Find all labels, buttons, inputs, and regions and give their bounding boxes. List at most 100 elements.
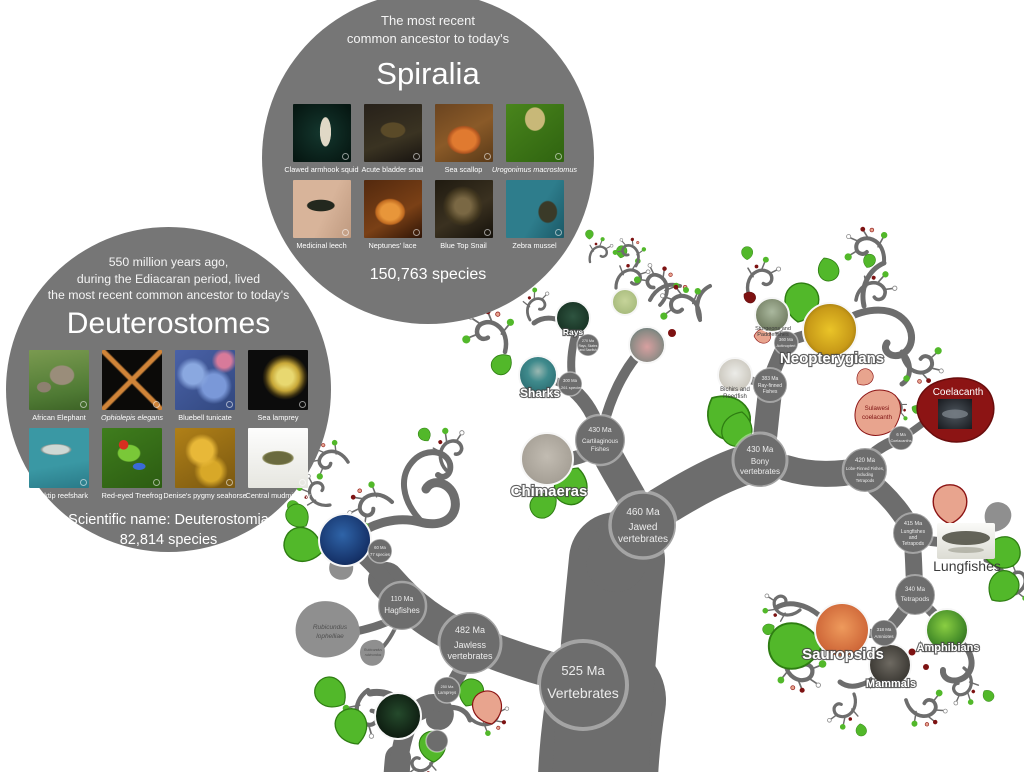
deuterostomes-scientific-name: Scientific name: Deuterostomia xyxy=(68,511,269,528)
species-cell-sea-lamprey[interactable]: Sea lamprey xyxy=(248,349,308,427)
species-cell-blacktip-reefshark[interactable]: Blacktip reefshark xyxy=(29,427,89,505)
svg-text:vertebrates: vertebrates xyxy=(447,651,493,661)
chimaera-species-photo[interactable] xyxy=(628,326,666,364)
copyright-icon xyxy=(341,153,349,161)
urogonimus-macrostomus-photo xyxy=(505,104,564,163)
svg-text:525 Ma: 525 Ma xyxy=(561,663,605,678)
node-cartilaginous-fishes[interactable]: 430 Ma Cartilaginous Fishes xyxy=(573,413,627,467)
node-actinopteri[interactable]: 360 Ma Actinopteri xyxy=(773,330,799,356)
svg-text:Ray-finned: Ray-finned xyxy=(758,383,782,389)
svg-text:270 Ma: 270 Ma xyxy=(582,339,594,343)
species-cell-african-elephant[interactable]: African Elephant xyxy=(29,349,89,427)
species-cell-neptunes-lace[interactable]: Neptunes' lace xyxy=(363,180,422,255)
copyright-icon xyxy=(226,478,233,486)
node-tetrapods[interactable]: 340 Ma Tetrapods xyxy=(894,574,936,616)
lungfishes-photo[interactable] xyxy=(937,523,995,559)
node-bony-vertebrates[interactable]: 430 Ma Bony vertebrates xyxy=(731,431,789,489)
node-shark-species[interactable]: 300 Ma 1,261 species xyxy=(557,371,583,397)
species-cell-sea-scallop[interactable]: Sea scallop xyxy=(434,104,493,179)
leaf-rubicundus-rubicundus[interactable]: Rubicundus rubicundus xyxy=(360,639,385,666)
svg-text:Tetrapods: Tetrapods xyxy=(901,596,930,603)
lungfishes-label: Lungfishes xyxy=(933,558,1001,574)
node-hagfishes[interactable]: 110 Ma Hagfishes xyxy=(376,580,428,632)
blacktip-reefshark-photo xyxy=(29,427,89,488)
node-lobe-finned-fishes[interactable]: 420 Ma Lobe-Finned Fishes, including Tet… xyxy=(841,446,889,494)
species-cell-denises-pygmy-seahorse[interactable]: Denise's pygmy seahorse xyxy=(163,427,247,505)
svg-text:430 Ma: 430 Ma xyxy=(747,445,774,454)
node-jawless-vertebrates[interactable]: 482 Ma Jawless vertebrates xyxy=(437,610,503,676)
copyright-icon xyxy=(412,229,420,237)
svg-text:coelacanth: coelacanth xyxy=(862,414,892,421)
lamprey-photo[interactable] xyxy=(374,692,422,740)
species-caption: Blacktip reefshark xyxy=(30,490,88,500)
bluebell-tunicate-photo xyxy=(175,349,235,410)
node-amniotes[interactable]: 318 Ma Amniotes xyxy=(870,619,898,647)
svg-text:Fishes: Fishes xyxy=(591,446,609,453)
node-vertebrates[interactable]: 525 Ma Vertebrates xyxy=(537,639,629,731)
species-cell-central-mudminnow[interactable]: Central mudminnow xyxy=(246,427,310,505)
node-hagfish-species[interactable]: 60 Ma 77 species xyxy=(367,538,393,564)
chimaeras-label: Chimaeras xyxy=(511,483,588,500)
acute-bladder-snail-photo xyxy=(363,104,422,163)
svg-text:rubicundus: rubicundus xyxy=(365,653,382,657)
leaf-sulawesi-coelacanth[interactable]: Sulawesi coelacanth xyxy=(854,389,901,436)
african-elephant-photo xyxy=(29,349,89,410)
species-cell-bluebell-tunicate[interactable]: Bluebell tunicate xyxy=(175,349,235,427)
sea-lamprey-photo xyxy=(248,349,308,410)
bichirs-photo[interactable] xyxy=(717,357,753,393)
mammals-label: Mammals xyxy=(866,678,916,690)
species-cell-zebra-mussel[interactable]: Zebra mussel xyxy=(505,180,564,255)
rays-photo[interactable] xyxy=(555,300,591,336)
svg-text:482 Ma: 482 Ma xyxy=(455,625,485,635)
svg-text:Actinopteri: Actinopteri xyxy=(777,343,796,348)
hagfish-photo[interactable] xyxy=(318,513,372,567)
sharks-label: Sharks xyxy=(520,386,560,400)
node-coelacanths[interactable]: 6 Ma Coelacanths xyxy=(888,425,914,451)
node-small-ring[interactable] xyxy=(425,729,449,753)
copyright-icon xyxy=(483,229,491,237)
svg-text:and Sawfish: and Sawfish xyxy=(579,348,597,352)
species-caption: Blue Top Snail xyxy=(440,241,487,251)
node-lampreys[interactable]: 250 Ma Lampreys xyxy=(433,676,461,704)
svg-text:1,261 species: 1,261 species xyxy=(558,385,583,390)
leaf-rubicundus-lophelliae[interactable]: Rubicundus lophelliae xyxy=(295,601,360,658)
deutero-heading-line1: 550 million years ago, xyxy=(108,255,229,269)
taxon-labels: Sharks Rays Chimaeras Neopterygians Bich… xyxy=(510,326,1001,691)
svg-text:Coelacanths: Coelacanths xyxy=(890,439,911,443)
neopterygians-photo[interactable] xyxy=(802,302,858,358)
copyright-icon xyxy=(226,400,233,408)
species-cell-red-eyed-treefrog[interactable]: Red-eyed Treefrog xyxy=(102,427,162,505)
deuterostomes-species-count: 82,814 species xyxy=(119,531,218,548)
amphibians-photo[interactable] xyxy=(925,608,969,652)
clawed-armhook-squid-photo xyxy=(292,104,351,163)
species-caption: Zebra mussel xyxy=(512,241,557,251)
species-cell-acute-bladder-snail[interactable]: Acute bladder snail xyxy=(361,104,424,179)
copyright-icon xyxy=(153,478,160,486)
leaf-coelacanth[interactable]: Coelacanth xyxy=(916,377,995,443)
species-cell-ophiolepis-elegans[interactable]: Ophiolepis elegans xyxy=(101,349,163,427)
deutero-image-row-1: African Elephant Ophiolepis elegans Blue… xyxy=(6,349,331,427)
svg-text:Lobe-Finned Fishes,: Lobe-Finned Fishes, xyxy=(846,466,884,471)
species-cell-blue-top-snail[interactable]: Blue Top Snail xyxy=(434,180,493,255)
copyright-icon xyxy=(341,229,349,237)
sharks-photo[interactable] xyxy=(518,355,558,395)
svg-text:318 Ma: 318 Ma xyxy=(877,627,892,632)
node-lungfishes-tetrapods[interactable]: 415 Ma Lungfishes and Tetrapods xyxy=(892,512,934,554)
svg-text:Vertebrates: Vertebrates xyxy=(547,685,619,701)
svg-text:Rubicundus: Rubicundus xyxy=(364,648,382,652)
species-cell-medicinal-leech[interactable]: Medicinal leech xyxy=(292,180,351,255)
node-jawed-vertebrates[interactable]: 460 Ma Jawed vertebrates xyxy=(608,490,678,560)
zebra-mussel-photo xyxy=(505,180,564,239)
species-cell-clawed-armhook-squid[interactable]: Clawed armhook squid xyxy=(284,104,359,179)
copyright-icon xyxy=(153,400,160,408)
species-cell-urogonimus-macrostomus[interactable]: Urogonimus macrostomus xyxy=(492,104,577,179)
species-caption: Sea lamprey xyxy=(257,412,299,422)
node-ray-finned-fishes[interactable]: 383 Ma Ray-finned Fishes xyxy=(752,367,788,403)
sturgeons-photo[interactable] xyxy=(754,297,790,333)
node-rays-skates[interactable]: 270 Ma Rays, Skates and Sawfish xyxy=(576,333,600,357)
sauropsids-photo[interactable] xyxy=(814,602,870,658)
chimaeras-photo[interactable] xyxy=(520,432,574,486)
species-photo-green[interactable] xyxy=(611,288,639,316)
